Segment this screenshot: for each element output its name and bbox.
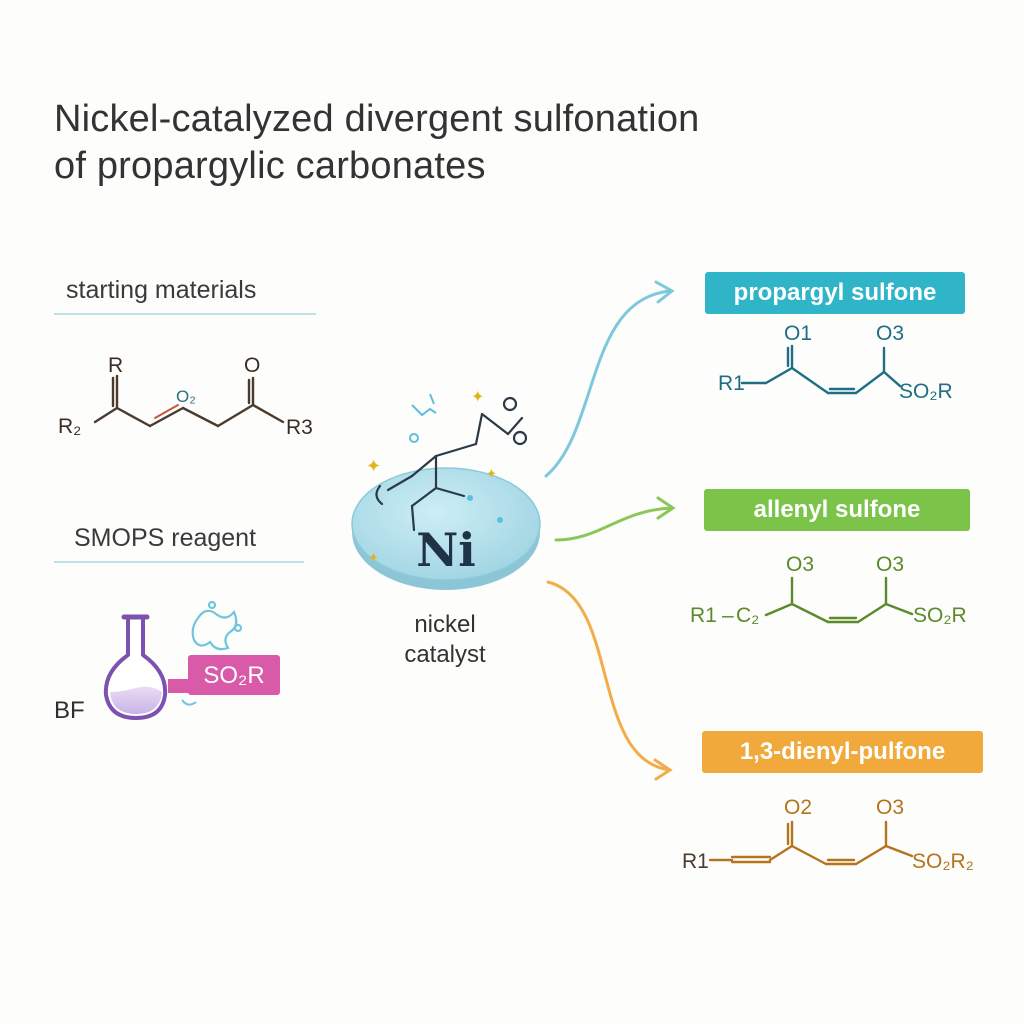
ni-disc — [351, 467, 541, 581]
badge-allenyl-sulfone: allenyl sulfone — [704, 489, 970, 531]
arrow-to-dienyl — [546, 580, 673, 781]
smops-molecule-icon — [191, 600, 243, 651]
nickel-catalyst-label: nickel catalyst — [380, 610, 510, 670]
starting-materials-label: starting materials — [66, 276, 257, 304]
propargyl-o2: O3 — [876, 322, 904, 345]
bf-label: BF — [54, 697, 85, 724]
ni-symbol: Ni — [416, 523, 476, 577]
sm-r-top: R — [108, 354, 123, 377]
arrow-to-allenyl — [554, 496, 676, 542]
propargyl-o1: O1 — [784, 322, 812, 345]
catalyst-label-line-2: catalyst — [404, 641, 486, 668]
allenyl-r1: R1 — [690, 604, 717, 627]
svg-text:✦: ✦ — [368, 550, 379, 565]
allenyl-c: C₂ — [736, 604, 759, 627]
catalyst-label-line-1: nickel — [414, 611, 476, 638]
badge-propargyl-sulfone: propargyl sulfone — [705, 272, 965, 314]
product-allenyl-structure — [764, 576, 914, 624]
title-line-2: of propargylic carbonates — [54, 145, 486, 187]
allenyl-o1: O3 — [786, 553, 814, 576]
product-dienyl-structure — [708, 820, 914, 866]
allenyl-o2: O3 — [876, 553, 904, 576]
sm-o-top: O — [244, 354, 260, 377]
smops-reagent-label: SMOPS reagent — [74, 524, 257, 552]
smops-drip-icon — [181, 699, 197, 706]
svg-text:✦: ✦ — [471, 389, 484, 406]
arrow-to-propargyl — [544, 280, 675, 478]
smops-tag-connector — [168, 679, 190, 693]
page-title: Nickel-catalyzed divergent sulfonation o… — [54, 96, 700, 190]
badge-dienyl-sulfone: 1,3-dienyl-pulfone — [702, 731, 983, 773]
allenyl-so2r: SO₂R — [913, 604, 967, 627]
ligand-structure — [375, 396, 528, 532]
flask-icon — [103, 614, 168, 720]
sparkle-icons: ✦ ✦ ✦ ✦ — [366, 389, 503, 565]
smops-tag — [188, 655, 280, 695]
title-line-1: Nickel-catalyzed divergent sulfonation — [54, 98, 700, 140]
sm-r-right: R3 — [286, 416, 313, 439]
dienyl-o2: O3 — [876, 796, 904, 819]
svg-text:✦: ✦ — [486, 466, 497, 481]
product-propargyl-structure — [740, 344, 902, 395]
dienyl-o1: O2 — [784, 796, 812, 819]
starting-materials-underline — [54, 313, 316, 315]
propargyl-r1: R1 — [718, 372, 745, 395]
smops-tag-label: SO₂R — [203, 662, 264, 689]
propargyl-so2r: SO₂R — [899, 380, 953, 403]
smops-underline — [54, 561, 304, 563]
sm-o-mid: O₂ — [176, 387, 196, 406]
svg-text:✦: ✦ — [366, 456, 381, 476]
dienyl-so2r: SO₂R₂ — [912, 850, 974, 873]
starting-material-structure — [93, 374, 285, 428]
dienyl-r1: R1 — [682, 850, 709, 873]
sm-r-left: R₂ — [58, 415, 81, 438]
allenyl-dash: – — [722, 604, 734, 627]
